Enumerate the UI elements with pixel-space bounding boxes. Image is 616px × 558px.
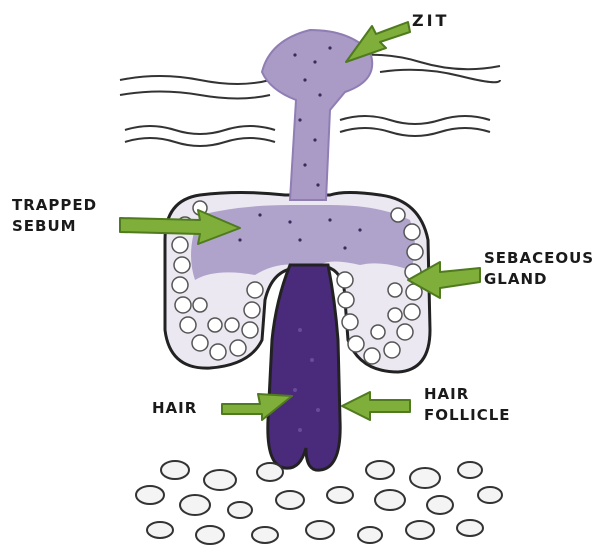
sebaceous-gland-line-1: SEBACEOUS — [484, 248, 594, 269]
dermis-cells — [136, 461, 502, 544]
trapped-sebum-line-1: TRAPPED — [12, 195, 97, 216]
sebaceous-gland-line-2: GLAND — [484, 269, 594, 290]
hair-label: HAIR — [152, 398, 197, 419]
hair-follicle-shape — [268, 265, 340, 470]
hair-follicle-label: HAIR FOLLICLE — [424, 384, 511, 426]
hair-label-text: HAIR — [152, 398, 197, 419]
zit-label: ZIT — [412, 10, 449, 31]
sebaceous-gland-label: SEBACEOUS GLAND — [484, 248, 594, 290]
zit-label-text: ZIT — [412, 10, 449, 31]
hair-follicle-line-1: HAIR — [424, 384, 511, 405]
hair-follicle-line-2: FOLLICLE — [424, 405, 511, 426]
hair-follicle-arrow — [342, 392, 410, 420]
trapped-sebum-label: TRAPPED SEBUM — [12, 195, 97, 237]
trapped-sebum-line-2: SEBUM — [12, 216, 97, 237]
